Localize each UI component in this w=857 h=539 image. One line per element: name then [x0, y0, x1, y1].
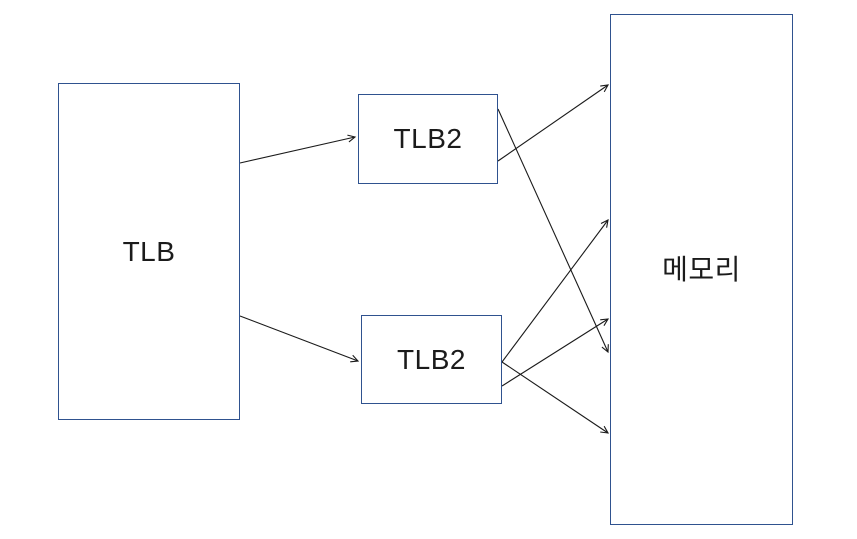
box-tlb2-bottom-label: TLB2 — [397, 343, 466, 375]
connector-tlb-to-tlb2-top — [239, 134, 357, 164]
box-tlb2-top-label: TLB2 — [393, 123, 463, 154]
box-tlb2-top[interactable]: TLB2 — [358, 94, 498, 184]
connector-tlb-to-tlb2-bottom — [239, 315, 360, 363]
connector-tlb2-bottom-to-memory — [501, 361, 610, 434]
box-memory-label: 메모리 — [662, 253, 741, 285]
connector-tlb2-bottom-to-memory — [501, 318, 610, 387]
box-memory[interactable]: 메모리 — [610, 14, 793, 525]
box-tlb2-bottom[interactable]: TLB2 — [361, 315, 502, 404]
connector-tlb2-bottom-to-memory — [501, 219, 609, 363]
connector-tlb2-top-to-memory — [497, 84, 610, 162]
box-tlb[interactable]: TLB — [58, 83, 240, 420]
connector-tlb2-top-to-memory — [497, 108, 609, 354]
box-tlb-label: TLB — [122, 235, 176, 267]
